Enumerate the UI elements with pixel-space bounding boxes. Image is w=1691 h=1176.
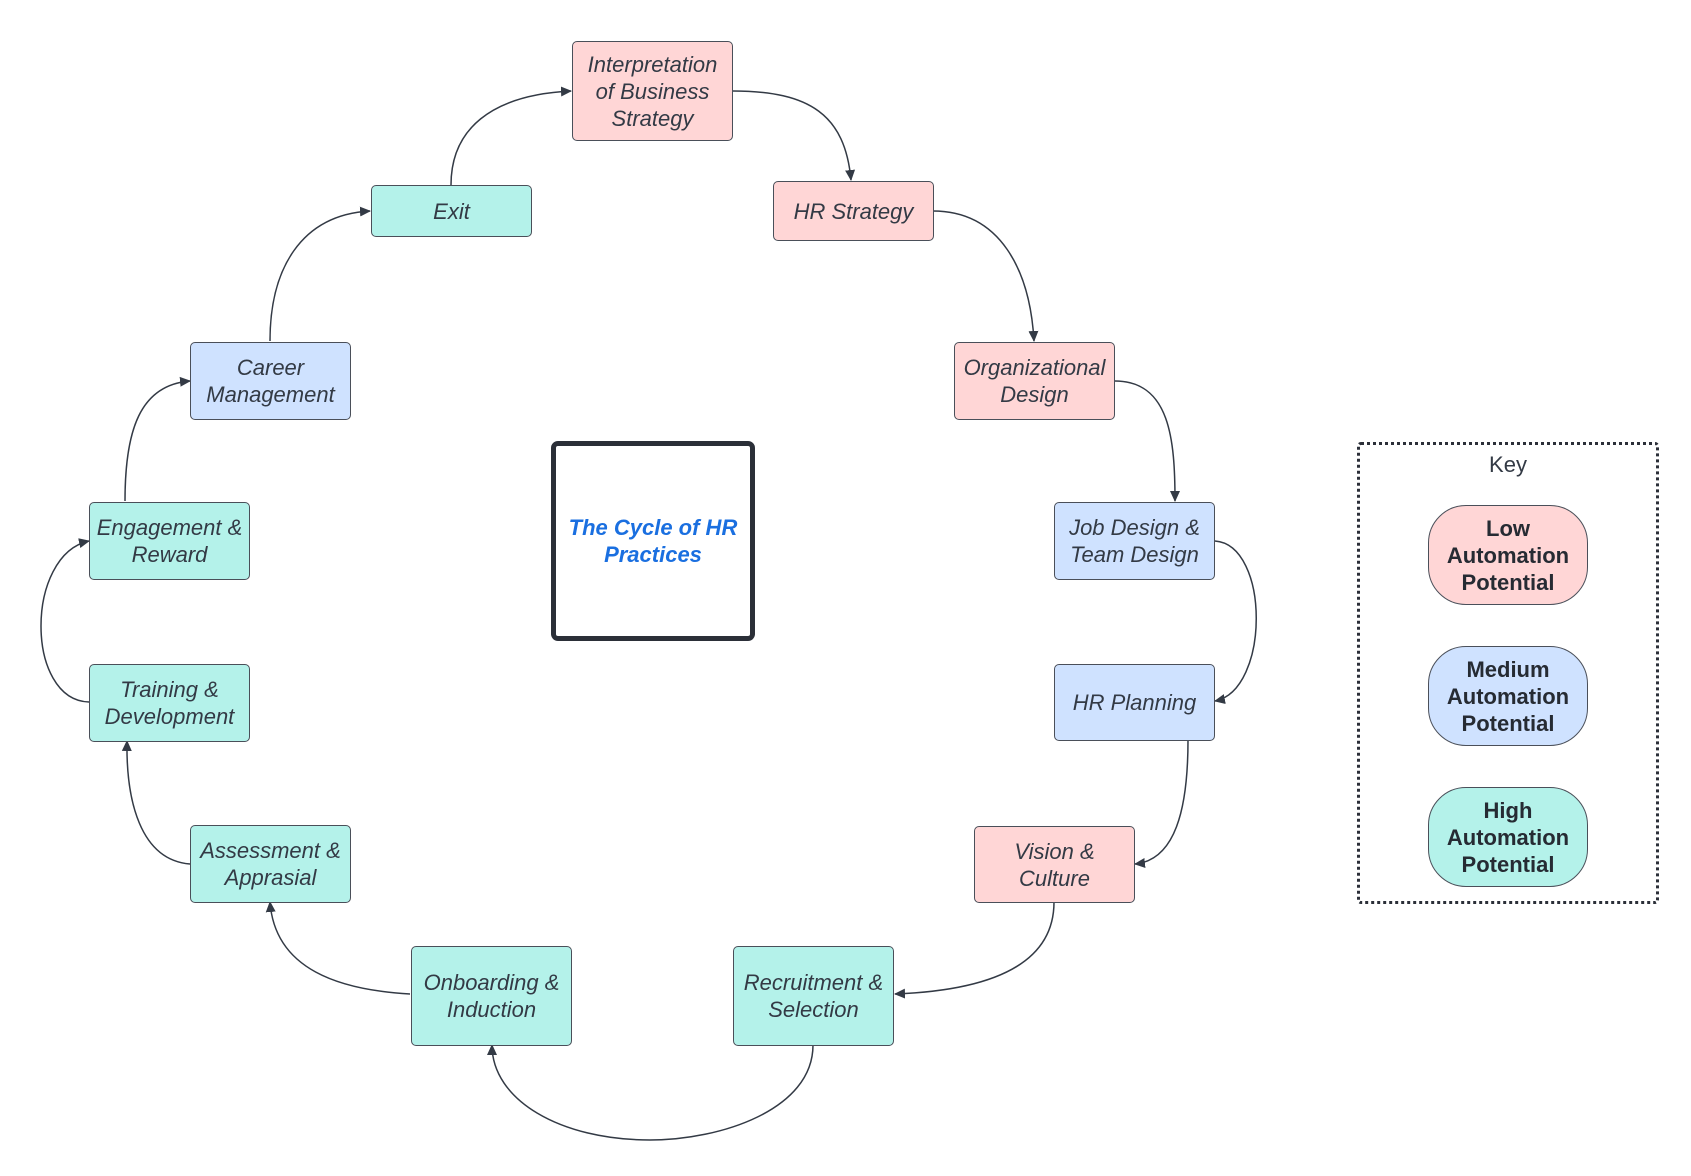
node-recruitment: Recruitment & Selection [733, 946, 894, 1046]
arrow-org-design-to-job-design [1114, 380, 1180, 502]
legend-item-medium: Medium Automation Potential [1428, 646, 1588, 746]
node-label: Career Management [206, 355, 335, 407]
node-org-design: Organizational Design [954, 342, 1115, 420]
arrow-vision-to-recruitment [894, 901, 1055, 999]
arrow-training-to-engagement [40, 538, 90, 703]
legend-title: Key [1489, 452, 1527, 477]
node-training: Training & Development [89, 664, 250, 742]
node-label: Training & Development [104, 677, 235, 729]
node-label: Engagement & Reward [96, 515, 243, 567]
arrow-onboarding-to-assessment [265, 901, 411, 995]
diagram-title: The Cycle of HR Practices [568, 515, 738, 567]
arrow-job-design-to-hr-planning [1214, 540, 1257, 704]
node-assessment: Assessment & Apprasial [190, 825, 351, 903]
legend-label: Low Automation Potential [1446, 515, 1570, 595]
center-title-box: The Cycle of HR Practices [551, 441, 755, 641]
arrow-assessment-to-training [121, 740, 191, 865]
legend-label: High Automation Potential [1446, 797, 1570, 877]
node-label: Recruitment & Selection [743, 970, 884, 1022]
node-label: Interpretation of Business Strategy [587, 51, 718, 131]
node-hr-strategy: HR Strategy [773, 181, 934, 241]
node-label: Job Design & Team Design [1069, 515, 1200, 567]
legend-label: Medium Automation Potential [1446, 656, 1570, 736]
legend: Key Low Automation Potential Medium Auto… [1357, 442, 1659, 904]
arrow-recruitment-to-onboarding [487, 1044, 814, 1141]
node-hr-planning: HR Planning [1054, 664, 1215, 741]
node-label: Organizational Design [963, 355, 1106, 407]
node-engagement: Engagement & Reward [89, 502, 250, 580]
arrow-interpretation-to-hr-strategy [732, 90, 856, 181]
node-label: HR Planning [1072, 690, 1197, 715]
node-career: Career Management [190, 342, 351, 420]
node-label: Vision & Culture [1014, 838, 1095, 891]
node-label: HR Strategy [793, 198, 914, 224]
arrow-career-to-exit [269, 206, 371, 342]
node-interpretation: Interpretation of Business Strategy [572, 41, 733, 141]
node-label: Exit [433, 198, 470, 224]
arrow-hr-planning-to-vision [1134, 739, 1189, 868]
legend-item-high: High Automation Potential [1428, 787, 1588, 887]
arrow-hr-strategy-to-org-design [932, 210, 1039, 342]
legend-item-low: Low Automation Potential [1428, 505, 1588, 605]
node-vision: Vision & Culture [974, 826, 1135, 903]
node-onboarding: Onboarding & Induction [411, 946, 572, 1046]
node-job-design: Job Design & Team Design [1054, 502, 1215, 580]
arrow-exit-to-interpretation [450, 86, 572, 186]
node-label: Onboarding & Induction [423, 970, 560, 1022]
node-label: Assessment & Apprasial [200, 838, 341, 890]
arrow-engagement-to-career [124, 376, 191, 502]
node-exit: Exit [371, 185, 532, 237]
